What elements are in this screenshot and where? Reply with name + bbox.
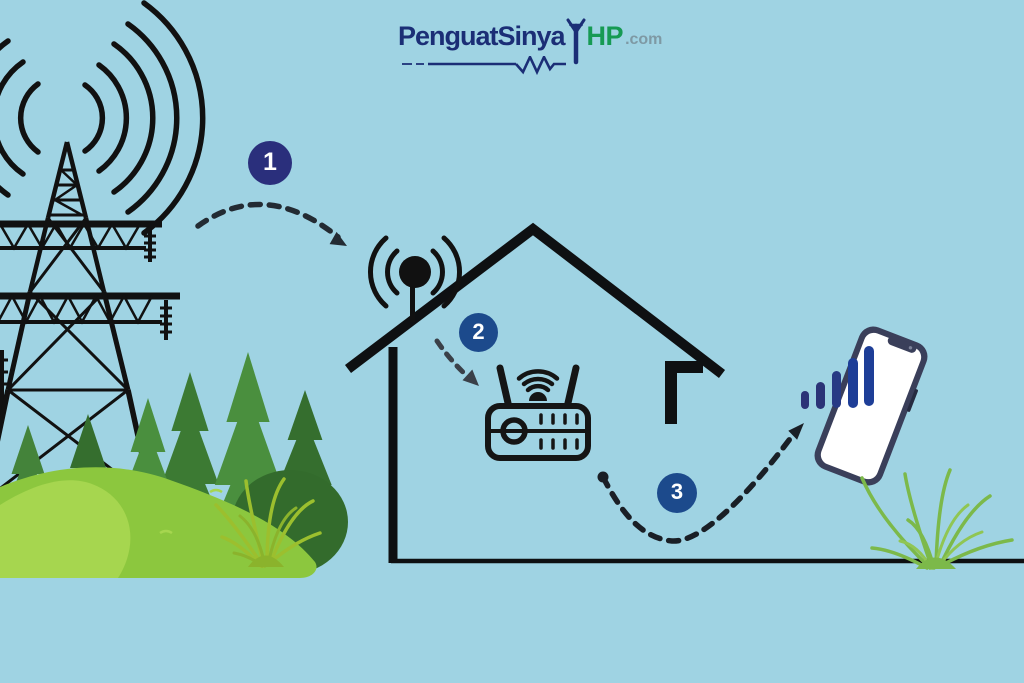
step-number: 1 (263, 147, 277, 176)
step-badge-1: 1 (248, 141, 292, 185)
grass-tuft-right (860, 468, 1014, 570)
site-logo: PenguatSinya HP .com (398, 18, 663, 65)
resistor-zigzag-underline-icon (402, 56, 566, 76)
house-outline-icon (344, 222, 1024, 564)
arrow-step-2 (434, 338, 479, 386)
smartphone-icon (814, 326, 928, 486)
logo-text-primary: PenguatSinya (398, 21, 566, 51)
hill (0, 467, 317, 578)
step-number: 3 (670, 479, 684, 504)
logo-text-tld: .com (625, 31, 663, 48)
step-badge-3: 3 (657, 473, 697, 513)
arrow-step-1 (195, 201, 347, 246)
step-number: 2 (472, 318, 485, 344)
wifi-waves-icon (516, 369, 560, 401)
arrow-step-3 (597, 423, 804, 544)
cell-tower-icon (0, 141, 180, 502)
logo-text-secondary: HP (586, 21, 624, 51)
grass-tuft-left (214, 477, 322, 568)
dashed-arrow-icon (600, 429, 798, 544)
wifi-router-icon (485, 364, 591, 461)
radio-waves-icon (0, 0, 206, 236)
signal-bars-icon (801, 346, 874, 409)
antenna-mast-icon (566, 18, 586, 65)
dashed-arrow-icon (195, 201, 341, 240)
roof-antenna-icon (367, 235, 463, 322)
dashed-arrow-icon (434, 338, 469, 378)
step-badge-2: 2 (459, 313, 498, 352)
